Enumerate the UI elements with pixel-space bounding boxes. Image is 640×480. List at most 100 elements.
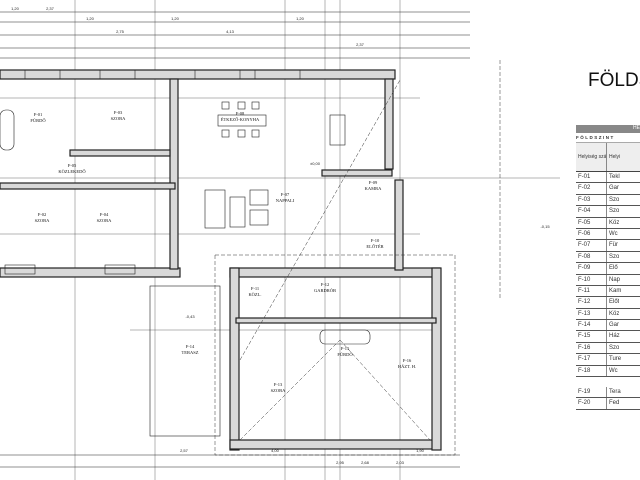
room-number: F-03 — [576, 194, 607, 206]
legend-title: FÖLDS — [588, 70, 640, 91]
roof-ridge — [239, 339, 341, 441]
room-number: F-18 — [576, 365, 607, 377]
room-name: Ház — [609, 333, 620, 340]
svg-text:ELŐTÉR: ELŐTÉR — [366, 244, 383, 249]
svg-text:4,13: 4,13 — [226, 29, 235, 34]
top-dimension-lines — [0, 11, 470, 59]
svg-text:SZOBA: SZOBA — [111, 116, 127, 121]
room-name: Köz — [609, 310, 620, 317]
room-number: F-11 — [576, 285, 607, 297]
room-name: Köz — [609, 219, 620, 226]
room-name: Für — [609, 242, 618, 249]
table-header-bar: HE — [576, 125, 640, 133]
room-name: Kam — [609, 287, 622, 294]
svg-text:NAPPALI: NAPPALI — [276, 198, 295, 203]
room-number: F-05 — [576, 217, 607, 228]
svg-text:F-12: F-12 — [321, 282, 330, 287]
roof-outline — [214, 254, 456, 456]
room-name: Wc — [609, 230, 618, 237]
room-number: F-17 — [576, 354, 607, 365]
svg-text:F-04: F-04 — [100, 212, 109, 217]
room-number: F-12 — [576, 297, 607, 308]
svg-text:2,68: 2,68 — [361, 460, 370, 465]
room-number: F-20 — [576, 398, 607, 409]
svg-text:SZOBA: SZOBA — [271, 388, 287, 393]
room-number: F-02 — [576, 183, 607, 194]
svg-text:F-02: F-02 — [38, 212, 47, 217]
room-name: Szo — [609, 196, 620, 203]
svg-text:F-11: F-11 — [251, 286, 259, 291]
room-name: Elő — [609, 265, 618, 272]
svg-text:GARDRÓB: GARDRÓB — [314, 288, 336, 293]
room-name: Gar — [609, 322, 620, 329]
room-number: F-01 — [576, 172, 607, 183]
room-number: F-19 — [576, 387, 607, 398]
table-column-headers: Helyiség szám Helyi — [576, 142, 640, 172]
svg-text:2,37: 2,37 — [356, 42, 365, 47]
svg-text:FÜRDŐ: FÜRDŐ — [337, 352, 353, 357]
svg-text:1,90: 1,90 — [416, 448, 425, 453]
room-name: Tera — [609, 389, 621, 396]
room-name: Szo — [609, 344, 620, 351]
svg-text:2,37: 2,37 — [46, 6, 55, 11]
svg-text:2,57: 2,57 — [180, 448, 189, 453]
svg-text:F-08: F-08 — [236, 111, 245, 116]
svg-text:KÖZLEKEDŐ: KÖZLEKEDŐ — [58, 169, 86, 174]
svg-text:ÉTKEZŐ-KONYHA: ÉTKEZŐ-KONYHA — [221, 117, 260, 122]
svg-text:2,03: 2,03 — [396, 460, 405, 465]
svg-text:2,75: 2,75 — [116, 29, 125, 34]
svg-text:±0,00: ±0,00 — [310, 161, 321, 166]
furniture — [0, 101, 371, 345]
svg-text:F-15: F-15 — [341, 346, 350, 351]
room-number: F-15 — [576, 331, 607, 342]
room-number: F-10 — [576, 274, 607, 285]
room-number: F-04 — [576, 206, 607, 217]
svg-text:-0,43: -0,43 — [185, 314, 195, 319]
svg-text:4,00: 4,00 — [271, 448, 280, 453]
room-number: F-13 — [576, 308, 607, 320]
room-schedule-table: HE FÖLDSZINT Helyiség szám Helyi F-01Tek… — [576, 125, 640, 410]
svg-text:1,20: 1,20 — [296, 16, 305, 21]
svg-text:F-07: F-07 — [281, 192, 290, 197]
windows — [4, 69, 301, 275]
room-name: Wc — [609, 367, 618, 374]
room-name: Szo — [609, 253, 620, 260]
column-header-room-number: Helyiség szám — [576, 143, 607, 171]
svg-text:F-16: F-16 — [403, 358, 412, 363]
svg-text:TERASZ: TERASZ — [181, 350, 198, 355]
room-number: F-08 — [576, 251, 607, 263]
svg-text:-0,15: -0,15 — [540, 224, 550, 229]
column-header-room-name: Helyi — [609, 154, 621, 160]
svg-text:FÜRDŐ: FÜRDŐ — [30, 118, 46, 123]
svg-text:F-13: F-13 — [274, 382, 283, 387]
svg-text:1,20: 1,20 — [11, 6, 20, 11]
room-name: Szo — [609, 208, 620, 215]
svg-text:SZOBA: SZOBA — [35, 218, 51, 223]
svg-text:KAMRA: KAMRA — [365, 186, 383, 191]
room-number: F-06 — [576, 228, 607, 240]
walls — [0, 69, 442, 451]
room-name: Előt — [609, 299, 620, 306]
room-name: Fed — [609, 400, 620, 407]
room-number: F-16 — [576, 342, 607, 354]
roof-ridge — [339, 339, 431, 441]
svg-text:F-05: F-05 — [68, 163, 77, 168]
